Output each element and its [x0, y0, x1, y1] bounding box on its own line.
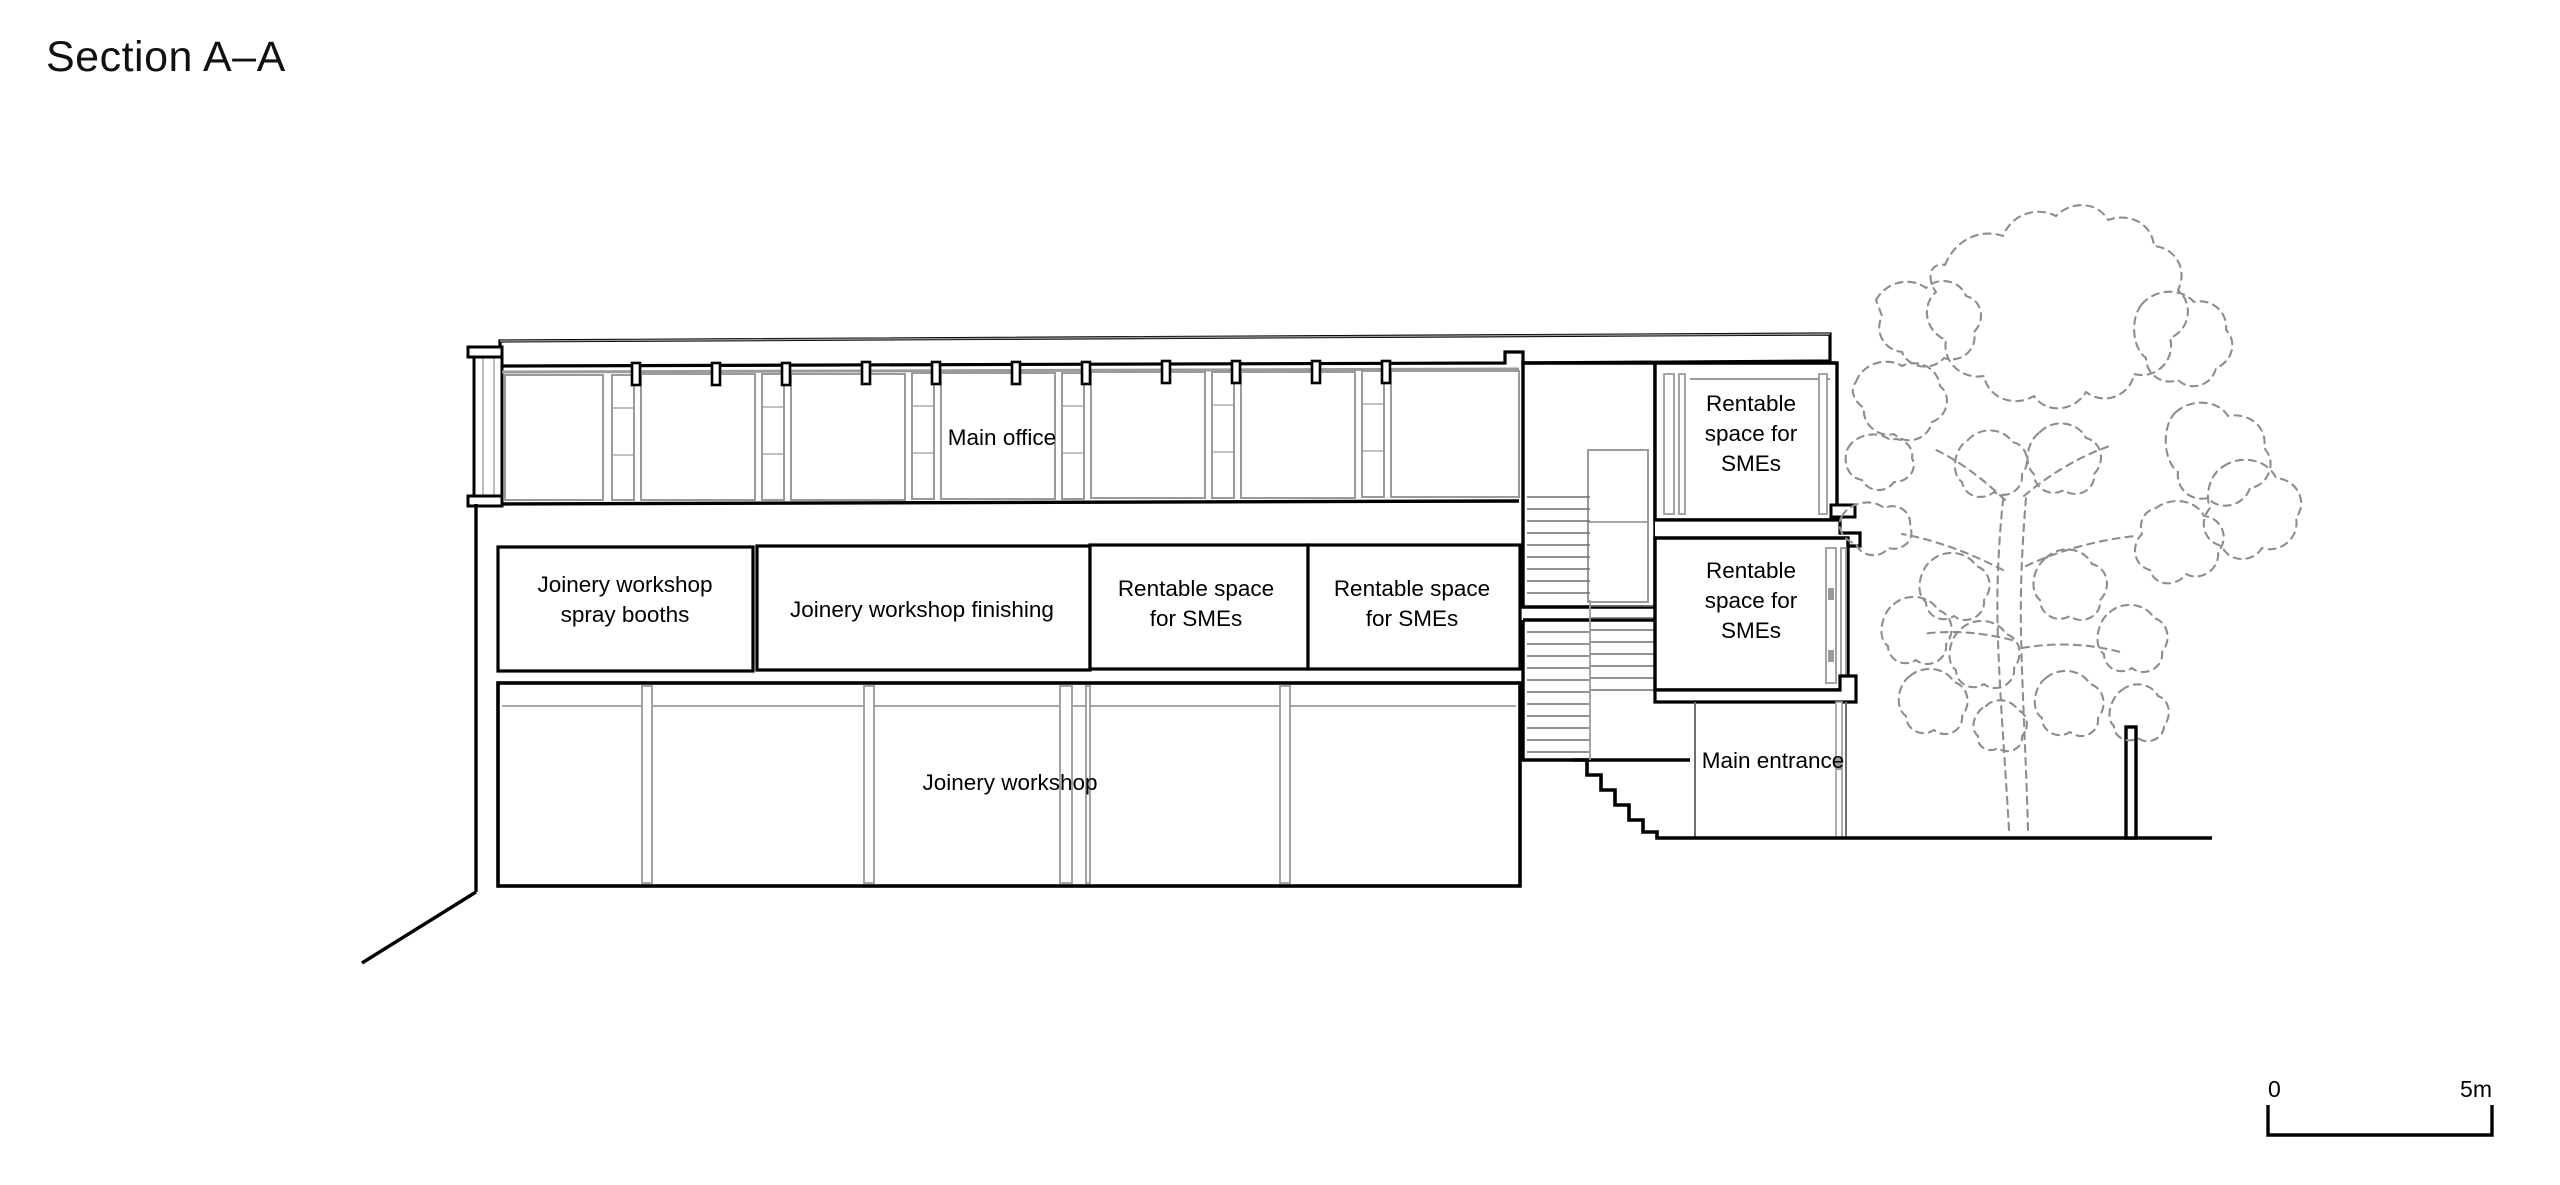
room-label-finishing: Joinery workshop finishing [790, 597, 1054, 622]
stair-core-upper [1521, 361, 1657, 609]
exterior-steps [1573, 758, 1695, 840]
room-label-main-entrance: Main entrance [1702, 748, 1845, 773]
site-wall-post [2124, 725, 2138, 840]
room-label-spray-booths-1: Joinery workshop [537, 572, 712, 597]
right-volume: Rentable space for SMEs Rentable space f… [1521, 361, 2212, 840]
room-label-sme-right-lower-b: space for [1705, 588, 1798, 613]
middle-floor-rooms [496, 543, 1522, 673]
sme-lower-right-room [1653, 536, 1850, 692]
room-box-sme-mid-2 [1306, 543, 1522, 671]
left-volume: Main office Joinery workshop spray booth… [361, 332, 1832, 965]
room-label-sme-mid-1-a: Rentable space [1118, 576, 1274, 601]
room-label-main-office: Main office [948, 425, 1056, 450]
room-label-sme-right-lower-a: Rentable [1706, 558, 1796, 583]
room-label-sme-right-upper-b: space for [1705, 421, 1798, 446]
room-label-sme-mid-2-b: for SMEs [1366, 606, 1459, 631]
room-label-joinery-workshop: Joinery workshop [922, 770, 1097, 795]
roof-slab [498, 332, 1832, 368]
room-label-sme-mid-2-a: Rentable space [1334, 576, 1490, 601]
room-box-finishing [755, 544, 1092, 672]
ground-line [1695, 725, 2212, 840]
stair-core-lower [1521, 600, 1700, 762]
room-label-sme-right-upper-c: SMEs [1721, 451, 1781, 476]
upper-left-wall [466, 345, 504, 508]
scale-start-label: 0 [2268, 1076, 2281, 1102]
sme-upper-right-room [1653, 361, 1839, 522]
page-title: Section A–A [46, 33, 286, 81]
room-box-spray-booths [496, 545, 755, 673]
room-label-spray-booths-2: spray booths [561, 602, 690, 627]
tree-dashed-outline [1838, 204, 2303, 832]
room-label-sme-right-upper-a: Rentable [1706, 391, 1796, 416]
ground-floor-workshop [496, 681, 1522, 888]
main-office-glazing [501, 359, 1520, 506]
left-exterior-wall-lower [361, 504, 478, 965]
room-box-sme-mid-1 [1088, 543, 1310, 671]
room-label-sme-right-lower-c: SMEs [1721, 618, 1781, 643]
room-label-sme-mid-1-b: for SMEs [1150, 606, 1243, 631]
scale-bar: 0 5m [2266, 1076, 2494, 1137]
scale-end-label: 5m [2460, 1076, 2492, 1102]
